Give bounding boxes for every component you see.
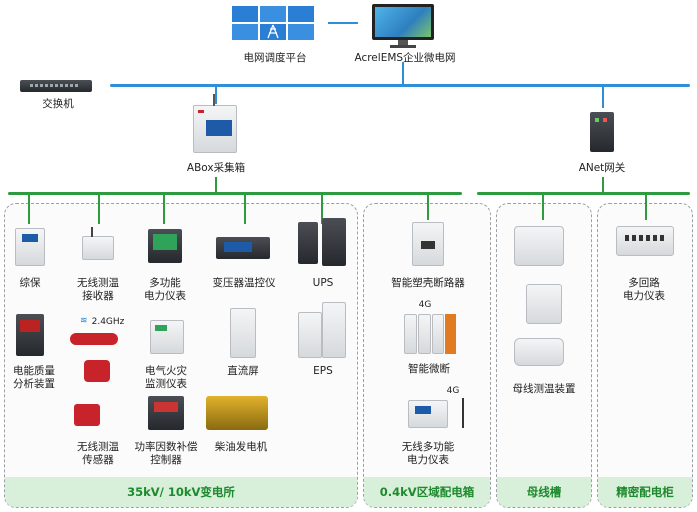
item-power-quality: 电能质量 分析装置	[13, 365, 55, 390]
abox-cabinet-icon	[193, 94, 237, 153]
drop-2	[98, 194, 100, 224]
transformer-temp-controller-icon	[216, 237, 270, 259]
item-multi-circuit-meter: 多回路 电力仪表	[623, 277, 665, 302]
tag-4g-a: 4G	[418, 300, 432, 310]
rs485-bus-right	[477, 192, 690, 195]
wifi-icon: ≋	[80, 316, 88, 326]
item-transformer-temp: 变压器温控仪	[212, 277, 276, 289]
item-protection: 综保	[19, 277, 41, 289]
item-busway-temp: 母线测温装置	[512, 383, 576, 395]
drop-4	[244, 194, 246, 224]
item-eps: EPS	[313, 365, 333, 377]
wireless-receiver-icon	[82, 227, 114, 260]
wireless-temp-sensor-icon	[74, 404, 100, 426]
temp-sensor-clamp-icon	[70, 333, 118, 345]
distribution-title: 0.4kV区域配电箱	[364, 477, 490, 507]
ems-label: AcrelEMS企业微电网	[354, 52, 456, 64]
power-quality-analyzer-icon	[16, 314, 44, 356]
abox-down-line	[215, 177, 217, 193]
mcb-icon	[404, 314, 456, 354]
anet-down-line	[602, 177, 604, 193]
abox-uplink-line	[215, 86, 217, 104]
tag-24ghz: 2.4GHz	[91, 317, 125, 327]
busway-title: 母线槽	[497, 477, 591, 507]
item-wireless-meter: 无线多功能 电力仪表	[401, 441, 455, 466]
diesel-generator-icon	[206, 396, 268, 430]
multi-circuit-meter-icon	[616, 226, 674, 256]
item-pf-compensation: 功率因数补偿 控制器	[134, 441, 198, 466]
item-wireless-receiver: 无线测温 接收器	[77, 277, 119, 302]
ups-icon	[298, 222, 318, 264]
abox-label: ABox采集箱	[186, 162, 246, 174]
fire-monitor-icon	[150, 320, 184, 354]
protection-relay-icon	[15, 228, 45, 266]
precision-title: 精密配电柜	[598, 477, 692, 507]
item-fire-monitor: 电气火灾 监测仪表	[145, 365, 187, 390]
switch-label: 交换机	[42, 98, 74, 110]
drop-6	[427, 194, 429, 220]
rs485-bus-left	[8, 192, 462, 195]
monitor-icon	[372, 4, 434, 48]
item-dc-panel: 直流屏	[227, 365, 259, 377]
item-wireless-temp-sensor: 无线测温 传感器	[77, 441, 119, 466]
busway-sensor-c-icon	[514, 338, 564, 366]
item-ups: UPS	[312, 277, 334, 289]
ups-tower-icon	[322, 218, 346, 266]
item-mccb: 智能塑壳断路器	[391, 277, 465, 289]
drop-8	[645, 194, 647, 220]
drop-7	[542, 194, 544, 220]
video-wall-icon	[232, 6, 314, 40]
item-smart-mcb: 智能微断	[408, 363, 450, 375]
anet-gateway-icon	[590, 112, 614, 152]
mccb-icon	[412, 222, 444, 266]
tag-4g-b: 4G	[446, 386, 460, 396]
ethernet-bus	[110, 84, 690, 87]
eps-cabinet-a-icon	[298, 312, 322, 358]
dc-panel-icon	[230, 308, 256, 358]
anet-uplink-line	[602, 86, 604, 108]
item-diesel-generator: 柴油发电机	[214, 441, 268, 453]
eps-cabinet-b-icon	[322, 302, 346, 358]
dispatch-link-line	[328, 22, 358, 24]
drop-3	[163, 194, 165, 224]
antenna-icon	[462, 398, 464, 428]
substation-title: 35kV/ 10kV变电所	[5, 477, 357, 507]
switch-icon	[20, 80, 92, 92]
temp-sensor-band-icon	[84, 360, 110, 382]
drop-1	[28, 194, 30, 224]
dispatch-platform-label: 电网调度平台	[243, 52, 307, 64]
pf-compensation-controller-icon	[148, 396, 184, 430]
item-multifunction-meter: 多功能 电力仪表	[144, 277, 186, 302]
ems-drop-line	[402, 62, 404, 84]
busway-sensor-a-icon	[514, 226, 564, 266]
busway-sensor-b-icon	[526, 284, 562, 324]
drop-5	[321, 194, 323, 224]
distribution-panel: 0.4kV区域配电箱	[363, 203, 491, 508]
multifunction-meter-icon	[148, 229, 182, 263]
anet-label: ANet网关	[578, 162, 626, 174]
wireless-meter-icon	[408, 400, 448, 428]
